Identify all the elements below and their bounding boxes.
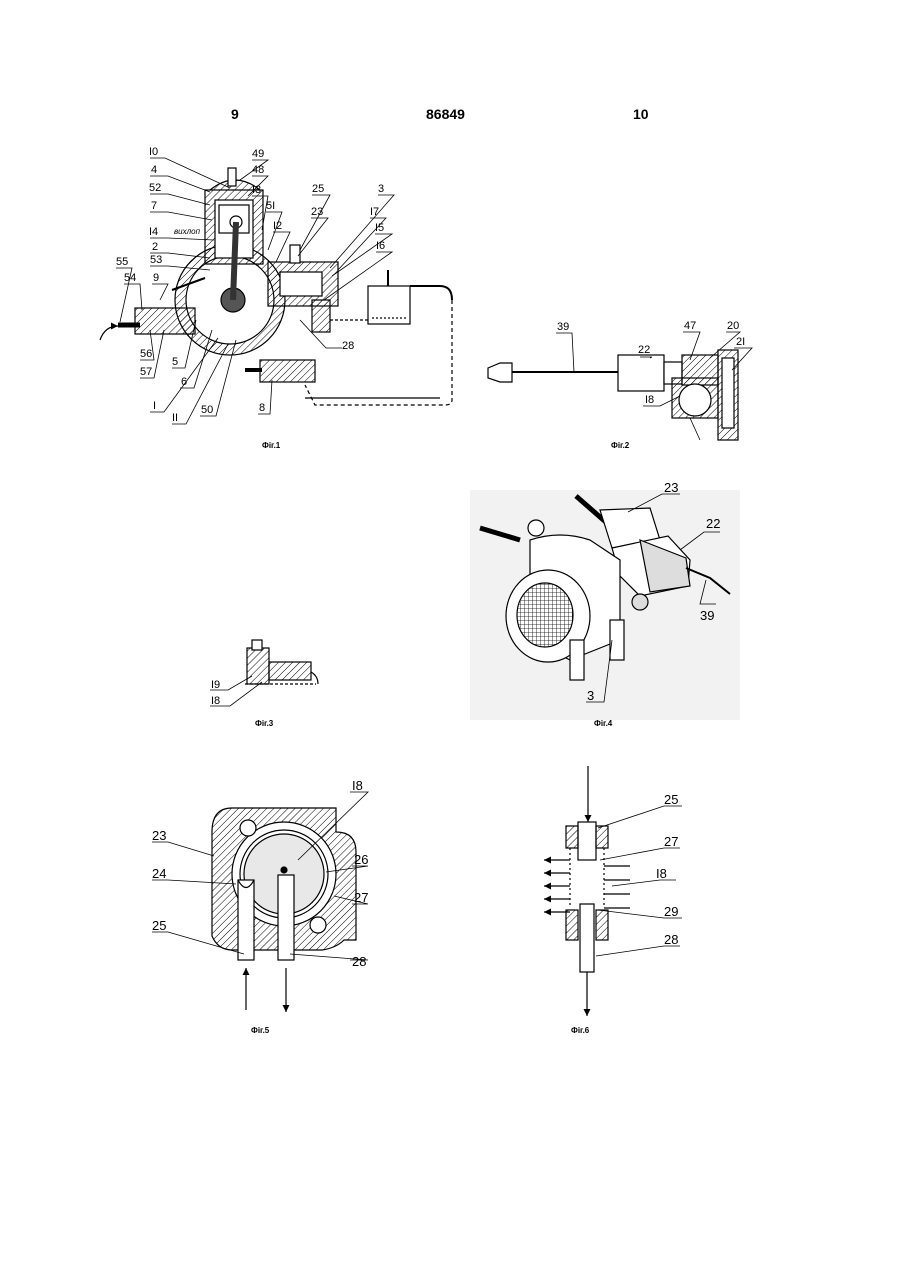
fig4-label: 3 [587, 688, 594, 703]
fig1-label: 6 [181, 376, 187, 388]
fig2-label: 22 [638, 344, 650, 356]
fig2-label: 47 [684, 320, 696, 332]
fig1-label: 23 [311, 206, 323, 218]
fig2-label: I8 [645, 394, 654, 406]
fig1-label: 25 [312, 183, 324, 195]
fig4-drawing [470, 490, 740, 720]
fig6-drawing [544, 766, 630, 1016]
fig1-label: I5 [375, 222, 384, 234]
fig5-label: 23 [152, 828, 166, 843]
fig1-label: 48 [252, 164, 264, 176]
fig1-label: I7 [370, 206, 379, 218]
fig6-label: I8 [656, 866, 667, 881]
fig1-label: I2 [273, 220, 282, 232]
fig1-label: 54 [124, 272, 136, 284]
fig5-label: 27 [354, 890, 368, 905]
fig1-label: I0 [149, 146, 158, 158]
fig1-label: 9 [153, 272, 159, 284]
fig1-label: 56 [140, 348, 152, 360]
fig4-label: 23 [664, 480, 678, 495]
fig5-label: 28 [352, 954, 366, 969]
fig1-label: 49 [252, 148, 264, 160]
fig1-label: 28 [342, 340, 354, 352]
fig2-label: 20 [727, 320, 739, 332]
fig2-drawing [488, 350, 738, 440]
fig1-label: 7 [151, 200, 157, 212]
fig4-label: 39 [700, 608, 714, 623]
fig6-labels: 25 27 I8 29 28 [656, 792, 678, 947]
fig1-label: 5 [172, 356, 178, 368]
fig1-label: 57 [140, 366, 152, 378]
fig5-label: 24 [152, 866, 166, 881]
fig1-exhaust-label: вихлоп [174, 227, 201, 236]
fig2-label: 39 [557, 321, 569, 333]
fig1-label: I3 [252, 184, 261, 196]
fig1-label: 3 [378, 183, 384, 195]
fig5-label: I8 [352, 778, 363, 793]
fig6-label: 27 [664, 834, 678, 849]
fig5-drawing [212, 808, 356, 1012]
fig6-label: 25 [664, 792, 678, 807]
fig1-label: 4 [151, 164, 157, 176]
fig1-label: 2 [152, 241, 158, 253]
fig1-label: 50 [201, 404, 213, 416]
fig1-label: I [153, 400, 156, 412]
fig2-label: 2I [736, 336, 745, 348]
fig1-label: II [172, 412, 178, 424]
fig3-label: I9 [211, 679, 220, 691]
fig3-label: I8 [211, 695, 220, 707]
fig1-label: 8 [259, 402, 265, 414]
fig1-label: 52 [149, 182, 161, 194]
fig4-label: 22 [706, 516, 720, 531]
fig1-label: I4 [149, 226, 158, 238]
fig5-label: 25 [152, 918, 166, 933]
fig6-label: 29 [664, 904, 678, 919]
fig3-drawing [245, 640, 318, 684]
fig1-label: 55 [116, 256, 128, 268]
fig1-label: 53 [150, 254, 162, 266]
fig3-labels: I9 I8 [211, 679, 220, 707]
fig5-label: 26 [354, 852, 368, 867]
fig1-label: 5I [266, 200, 275, 212]
fig6-label: 28 [664, 932, 678, 947]
fig1-label: I6 [376, 240, 385, 252]
